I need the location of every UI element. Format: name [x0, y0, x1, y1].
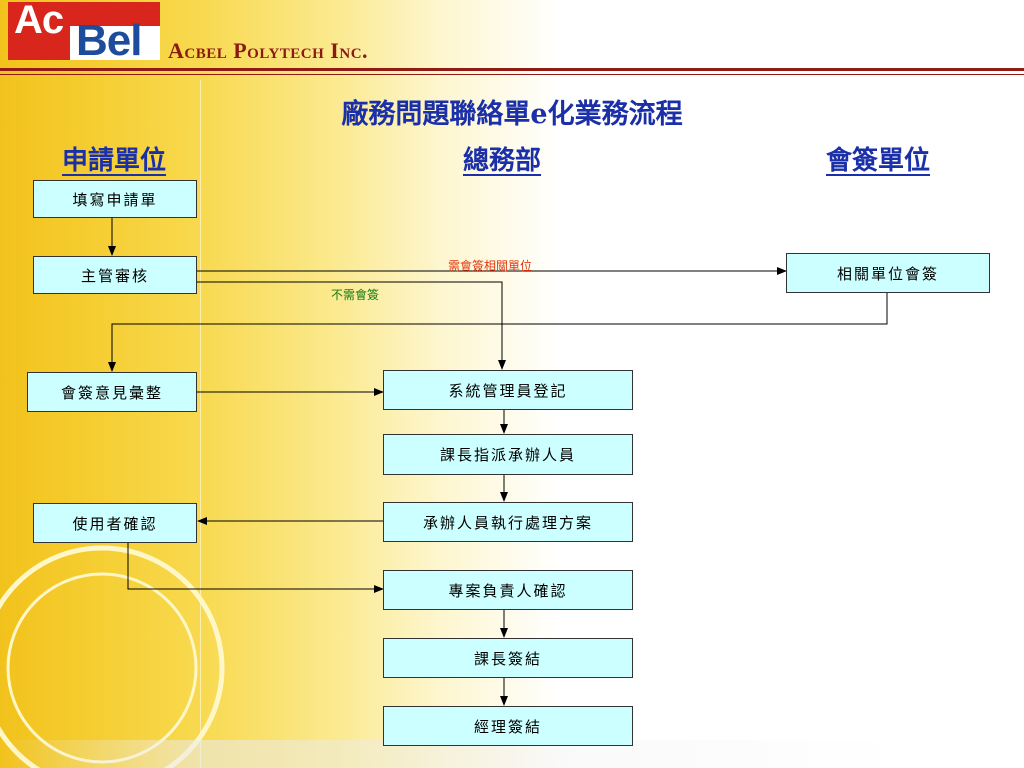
- box-manager-signoff: 經理簽結: [383, 706, 633, 746]
- column-head-applicant: 申請單位: [62, 146, 167, 176]
- logo-white-panel: [70, 26, 160, 60]
- box-user-confirm: 使用者確認: [33, 503, 197, 543]
- header-rule-thin: [0, 74, 1024, 75]
- box-related-cosign: 相關單位會簽: [786, 253, 990, 293]
- column-head-cosign: 會簽單位: [826, 146, 931, 176]
- logo-ac-text: Ac: [14, 2, 64, 42]
- box-chief-assign: 課長指派承辦人員: [383, 434, 633, 475]
- box-project-confirm: 專案負責人確認: [383, 570, 633, 610]
- logo-bel-text: Bel: [76, 16, 142, 60]
- column-head-general-affairs: 總務部: [463, 146, 542, 176]
- box-fill-form: 填寫申請單: [33, 180, 197, 218]
- acbel-logo: Ac Bel: [8, 2, 160, 60]
- header-rule-thick: [0, 68, 1024, 71]
- arrow-review-to-sysadmin: [197, 281, 506, 370]
- background-divider: [200, 80, 201, 768]
- arrow-cosign-to-opinion: [108, 293, 888, 372]
- box-handler-execute: 承辦人員執行處理方案: [383, 502, 633, 542]
- box-cosign-opinion: 會簽意見彙整: [27, 372, 197, 412]
- box-chief-signoff: 課長簽結: [383, 638, 633, 678]
- box-sysadmin-register: 系統管理員登記: [383, 370, 633, 410]
- company-name: Acbel Polytech Inc.: [168, 38, 369, 63]
- arrow-user-to-project: [127, 543, 384, 593]
- label-need-cosign: 需會簽相關單位: [448, 259, 533, 273]
- label-no-cosign: 不需會簽: [331, 288, 380, 302]
- page-title: 廠務問題聯絡單e化業務流程: [341, 99, 683, 130]
- box-supervisor-review: 主管審核: [33, 256, 197, 294]
